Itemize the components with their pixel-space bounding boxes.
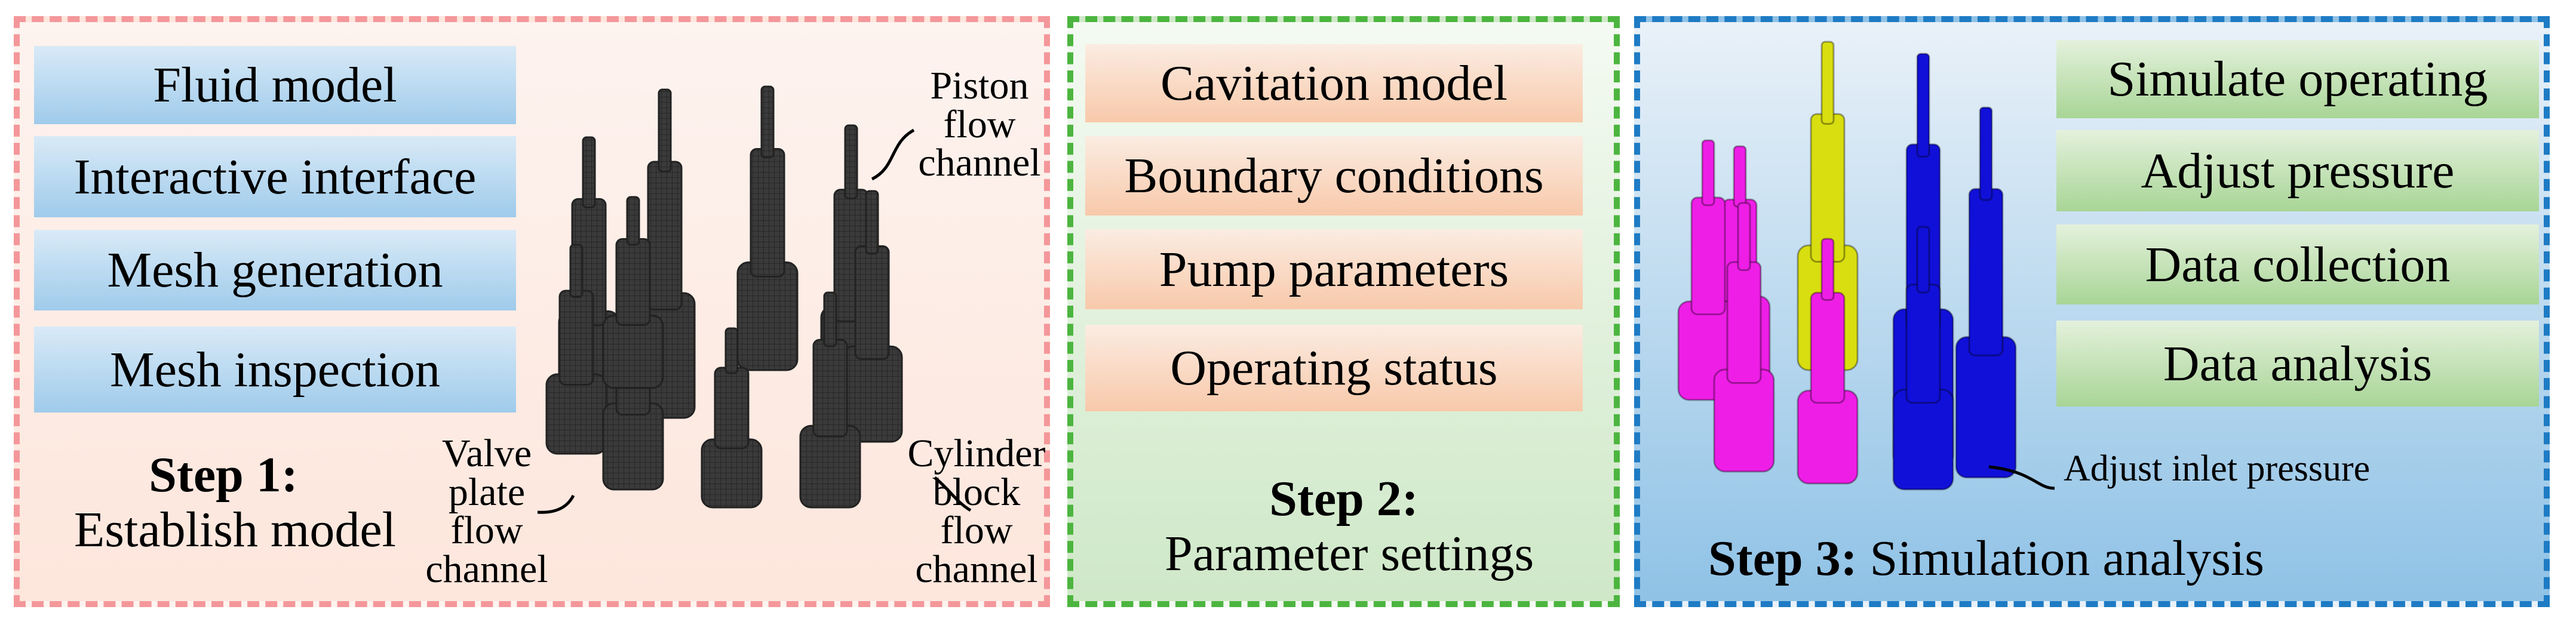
operating-status-box: Operating status: [1085, 325, 1583, 411]
piston-column-shape: [602, 402, 664, 491]
adjust-inlet-pressure-label: Adjust inlet pressure: [2064, 448, 2371, 489]
piston-column-shape: [558, 290, 594, 386]
piston-column-shape: [736, 261, 799, 371]
piston-column-shape: [569, 244, 584, 298]
piston-column-shape: [701, 438, 763, 509]
step3-caption: Step 3: Simulation analysis: [1708, 531, 2264, 586]
valve-plate-flow-channel-label: Valve plate flow channel: [418, 432, 555, 592]
cavitation-model-box: Cavitation model: [1085, 44, 1583, 122]
piston-column-shape: [1733, 145, 1747, 208]
interactive-interface-box: Interactive interface: [34, 136, 516, 217]
mesh-inspection-box: Mesh inspection: [34, 327, 516, 412]
piston-column-shape: [1892, 389, 1954, 491]
piston-column-shape: [658, 88, 672, 173]
adjust-pressure-box: Adjust pressure: [2056, 130, 2539, 211]
piston-column-shape: [1968, 187, 2004, 356]
valve-leader-line: [537, 494, 575, 514]
cylinder-block-flow-channel-label: Cylinder block flow channel: [905, 432, 1048, 592]
piston-column-shape: [582, 136, 596, 208]
piston-column-shape: [1810, 291, 1846, 404]
piston-column-shape: [823, 291, 837, 347]
piston-label-text: Piston flow channel: [918, 64, 1041, 185]
piston-column-shape: [1797, 389, 1859, 485]
piston-column-shape: [1820, 41, 1835, 125]
piston-column-shape: [1701, 139, 1715, 207]
piston-column-shape: [812, 338, 848, 438]
piston-column-shape: [865, 190, 879, 255]
simulate-operating-box: Simulate operating: [2056, 40, 2539, 118]
inlet-leader-line: [1988, 465, 2055, 490]
piston-column-shape: [760, 85, 775, 159]
step1-title: Establish model: [74, 502, 396, 558]
cylinder-label-text: Cylinder block flow channel: [907, 432, 1046, 592]
piston-column-shape: [647, 161, 683, 310]
mesh-generation-box: Mesh generation: [34, 230, 516, 310]
piston-leader-line: [871, 128, 915, 181]
data-collection-box: Data collection: [2056, 224, 2539, 304]
data-analysis-box: Data analysis: [2056, 321, 2539, 407]
piston-column-shape: [1916, 226, 1930, 294]
fluid-model-box: Fluid model: [34, 46, 516, 124]
piston-column-shape: [724, 327, 739, 374]
pump-parameters-box: Pump parameters: [1085, 229, 1583, 309]
step3-label: Step 3:: [1708, 531, 1857, 586]
step2-title: Parameter settings: [1165, 526, 1534, 582]
step1-caption: Step 1: Establish model: [74, 447, 396, 558]
piston-column-shape: [1737, 202, 1751, 271]
piston-column-shape: [1916, 53, 1930, 158]
piston-column-shape: [1713, 368, 1775, 473]
piston-column-shape: [1726, 261, 1762, 384]
valve-label-text: Valve plate flow channel: [425, 432, 548, 592]
step2-label: Step 2:: [1269, 471, 1419, 527]
cylinder-leader-line: [934, 476, 972, 512]
piston-column-shape: [615, 238, 651, 326]
piston-column-shape: [626, 196, 640, 246]
piston-column-shape: [602, 314, 664, 389]
piston-column-shape: [1905, 284, 1941, 404]
piston-column-shape: [1820, 238, 1835, 301]
piston-column-shape: [1690, 196, 1726, 315]
piston-column-shape: [714, 367, 750, 450]
boundary-conditions-box: Boundary conditions: [1085, 136, 1583, 216]
step2-caption: Step 2: Parameter settings: [1165, 471, 1534, 582]
piston-flow-channel-label: Piston flow channel: [917, 64, 1042, 185]
piston-column-shape: [1979, 106, 1993, 201]
piston-column-shape: [1955, 335, 2017, 479]
piston-column-shape: [844, 124, 858, 199]
step1-label: Step 1:: [149, 447, 298, 503]
piston-column-shape: [854, 245, 890, 360]
piston-column-shape: [750, 148, 785, 278]
piston-column-shape: [799, 424, 861, 509]
step3-title: Simulation analysis: [1869, 531, 2264, 586]
piston-column-shape: [545, 373, 607, 455]
